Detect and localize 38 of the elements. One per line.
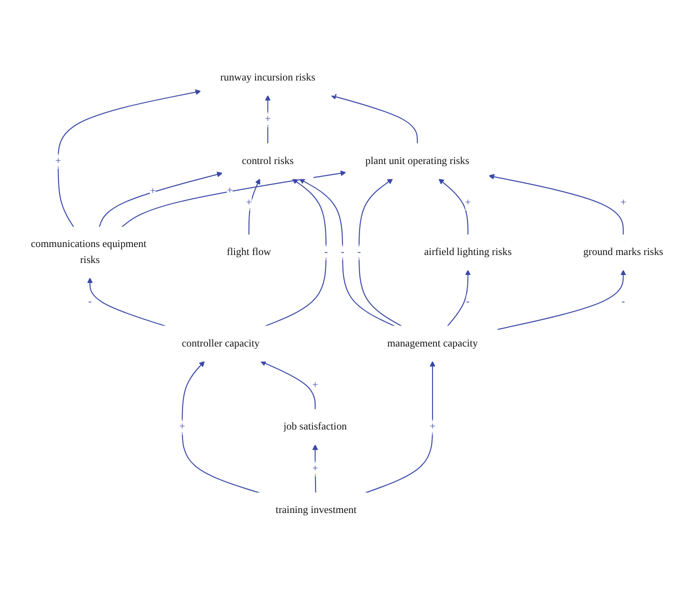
edge-label: + <box>150 186 156 197</box>
node-text: airfield lighting risks <box>424 246 512 258</box>
node-text: training investment <box>276 504 356 516</box>
edge-label: - <box>622 296 626 308</box>
edge-label: + <box>55 156 62 167</box>
edge-label: + <box>179 422 186 433</box>
edge-label: - <box>340 246 344 258</box>
node-text: communications equipment risks <box>30 239 146 266</box>
edge-label: - <box>88 296 92 308</box>
node-text: controller capacity <box>182 338 260 350</box>
arrow <box>438 178 468 236</box>
edge-label: + <box>464 197 471 208</box>
node-text: flight flow <box>226 246 272 258</box>
arrow <box>488 174 624 236</box>
arrow <box>358 178 402 327</box>
node-text: management capacity <box>387 338 478 350</box>
arrow <box>248 178 260 236</box>
arrow <box>260 361 316 410</box>
node-text: ground marks risks <box>583 246 664 258</box>
arrow <box>330 94 418 144</box>
arrow <box>58 90 201 228</box>
edge-label: + <box>620 197 626 208</box>
edge-label: + <box>430 422 436 433</box>
edge-label: + <box>226 185 233 196</box>
node-text: plant unit operating risks <box>365 156 470 167</box>
arrow <box>121 170 346 228</box>
node-text: job satisfaction <box>283 422 347 433</box>
arrow <box>299 178 396 327</box>
edge-label: + <box>312 463 318 474</box>
edge-label: - <box>324 246 328 258</box>
edge-label: - <box>357 246 361 258</box>
edge-label: + <box>264 114 271 126</box>
edge-label: + <box>312 380 318 391</box>
node-text: runway incursion risks <box>220 72 316 84</box>
arrow <box>182 361 260 494</box>
arrow <box>98 172 223 228</box>
edge-label: + <box>246 197 252 208</box>
edge-label: - <box>466 296 470 308</box>
